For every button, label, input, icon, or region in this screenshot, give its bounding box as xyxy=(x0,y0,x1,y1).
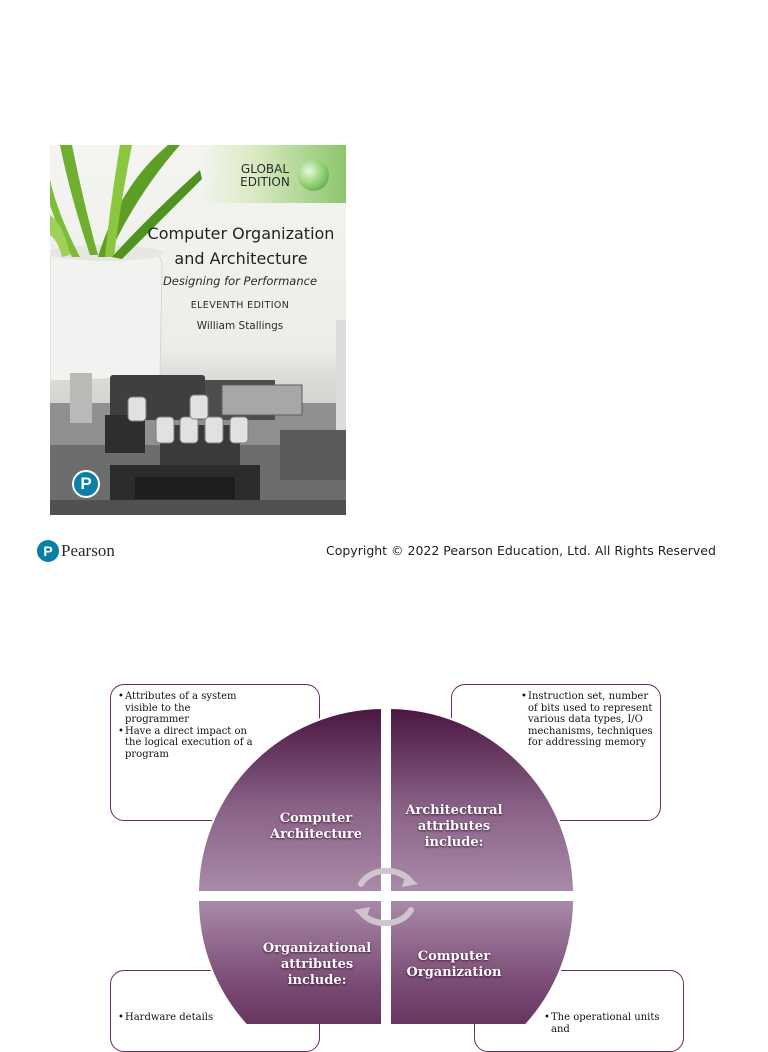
label-computer-organization: Computer Organization xyxy=(406,949,502,980)
quadrant-top-right xyxy=(389,706,576,893)
bullet-item: Attributes of a system visible to the pr… xyxy=(117,691,257,726)
bullet-item: Hardware details xyxy=(117,1012,257,1024)
bullet-item: Have a direct impact on the logical exec… xyxy=(117,726,257,761)
book-cover: GLOBAL EDITION Computer Organization and… xyxy=(50,145,346,515)
label-computer-architecture: Computer Architecture xyxy=(269,811,362,842)
label-architectural-attributes: Architectural attributes include: xyxy=(405,803,503,850)
cover-edition: ELEVENTH EDITION xyxy=(190,300,290,311)
copyright-notice: Copyright © 2022 Pearson Education, Ltd.… xyxy=(326,543,716,558)
quadrant-circle xyxy=(196,706,576,1024)
cover-author: William Stallings xyxy=(196,320,284,332)
quadrant-top-left xyxy=(196,706,383,893)
quadrant-bottom-left xyxy=(196,899,383,1024)
cover-illustration xyxy=(50,145,346,515)
edition-badge: GLOBAL EDITION xyxy=(240,162,290,189)
cycle-arrows-icon xyxy=(358,867,414,927)
pearson-footer-logo-icon: P xyxy=(37,540,59,562)
pearson-logo-icon: P xyxy=(72,470,100,498)
box-bottom-left-text: Hardware details xyxy=(117,1012,257,1024)
pearson-wordmark: Pearson xyxy=(61,541,115,560)
bullet-item: Instruction set, number of bits used to … xyxy=(520,691,656,749)
cover-subtitle: Designing for Performance xyxy=(162,274,318,288)
label-organizational-attributes: Organizational attributes include: xyxy=(262,941,372,988)
globe-icon xyxy=(298,160,329,191)
quadrant-bottom-right xyxy=(389,899,576,1024)
box-top-left-text: Attributes of a system visible to the pr… xyxy=(117,691,257,760)
box-top-right-text: Instruction set, number of bits used to … xyxy=(520,691,656,749)
cover-title: Computer Organization and Architecture xyxy=(147,224,335,268)
